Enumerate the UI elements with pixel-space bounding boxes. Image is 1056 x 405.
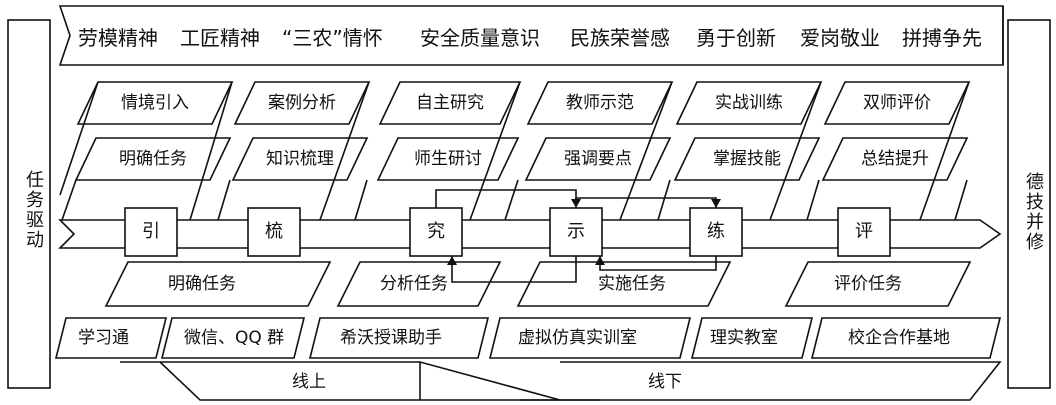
tool-label: 理实教室 [710, 328, 778, 348]
loop-arrow [575, 197, 717, 208]
left-side-label: 任务驱动 [23, 170, 44, 250]
node-char: 练 [707, 221, 725, 242]
stage-top-label: 双师评价 [863, 93, 931, 113]
value-item: 拼搏争先 [902, 26, 982, 50]
tool-card [810, 317, 1002, 359]
task-card [104, 261, 332, 307]
node-char: 引 [142, 221, 160, 242]
node-box [409, 207, 463, 257]
stage-top-label: 自主研究 [416, 93, 484, 113]
loop-arrow [435, 189, 577, 208]
stage-top-label: 案例分析 [268, 93, 336, 113]
value-item: “三农”情怀 [282, 26, 383, 50]
node-box [689, 207, 743, 257]
stage-bottom-label: 总结提升 [861, 149, 929, 169]
stage-card-top [76, 81, 234, 125]
online-label: 线上 [292, 372, 326, 392]
main-flow-band [58, 219, 1002, 249]
node-char: 示 [567, 221, 585, 242]
value-item: 民族荣誉感 [570, 26, 670, 50]
node-box [124, 207, 178, 257]
tool-card [488, 317, 692, 359]
task-label: 实施任务 [598, 274, 666, 294]
value-item: 勇于创新 [696, 26, 776, 50]
stage-card-bottom [673, 137, 821, 181]
tool-card [160, 317, 306, 359]
stage-bottom-label: 明确任务 [119, 149, 187, 169]
node-box [247, 207, 301, 257]
stage-card-top [823, 81, 971, 125]
tool-card [308, 317, 490, 359]
stage-top-label: 实战训练 [715, 93, 783, 113]
online-band [159, 361, 600, 401]
node-box [837, 207, 891, 257]
stage-card-top [526, 81, 674, 125]
tool-label: 虚拟仿真实训室 [518, 328, 637, 348]
stage-bottom-label: 掌握技能 [713, 149, 781, 169]
stage-bottom-label: 强调要点 [564, 149, 632, 169]
offline-band [520, 361, 1002, 401]
tool-label: 微信、QQ 群 [184, 328, 285, 348]
stage-card-bottom [74, 137, 232, 181]
node-char: 究 [427, 221, 445, 242]
task-label: 评价任务 [834, 274, 902, 294]
value-item: 爱岗敬业 [800, 26, 880, 50]
online-band [120, 361, 561, 401]
task-card [784, 261, 972, 307]
stage-card-bottom [524, 137, 672, 181]
tool-card [54, 317, 168, 359]
tool-card [690, 317, 814, 359]
tool-label: 学习通 [78, 328, 129, 348]
node-box [549, 207, 603, 257]
tool-label: 希沃授课助手 [340, 328, 442, 348]
values-banner [58, 5, 1004, 66]
loop-arrow [451, 256, 577, 283]
stage-card-top [378, 81, 522, 125]
right-side-panel [1007, 19, 1051, 389]
left-side-panel [7, 19, 51, 389]
value-item: 工匠精神 [180, 26, 260, 50]
value-item: 劳模精神 [78, 26, 158, 50]
stage-card-top [675, 81, 823, 125]
value-item: 安全质量意识 [420, 26, 540, 50]
stage-bottom-label: 师生研讨 [414, 149, 482, 169]
tool-label: 校企合作基地 [848, 328, 950, 348]
stage-card-bottom [376, 137, 520, 181]
task-label: 明确任务 [168, 274, 236, 294]
stage-card-top [233, 81, 371, 125]
offline-label: 线下 [648, 372, 682, 392]
stage-card-bottom [231, 137, 369, 181]
stage-top-label: 教师示范 [566, 93, 634, 113]
node-char: 评 [855, 221, 873, 242]
stage-bottom-label: 知识梳理 [266, 149, 334, 169]
task-label: 分析任务 [380, 274, 448, 294]
stage-card-bottom [821, 137, 969, 181]
loop-arrow [599, 256, 717, 271]
stage-top-label: 情境引入 [121, 93, 189, 113]
task-card [516, 261, 732, 307]
node-char: 梳 [265, 221, 283, 242]
right-side-label: 德技并修 [1023, 172, 1044, 252]
